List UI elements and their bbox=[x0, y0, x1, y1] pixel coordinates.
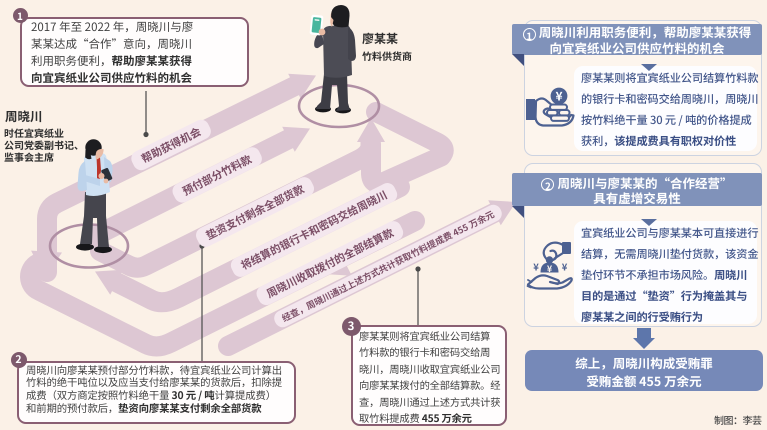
svg-text:¥: ¥ bbox=[533, 260, 539, 274]
svg-text:¥: ¥ bbox=[547, 262, 553, 275]
svg-text:¥: ¥ bbox=[562, 260, 568, 274]
svg-text:¥: ¥ bbox=[555, 88, 562, 105]
